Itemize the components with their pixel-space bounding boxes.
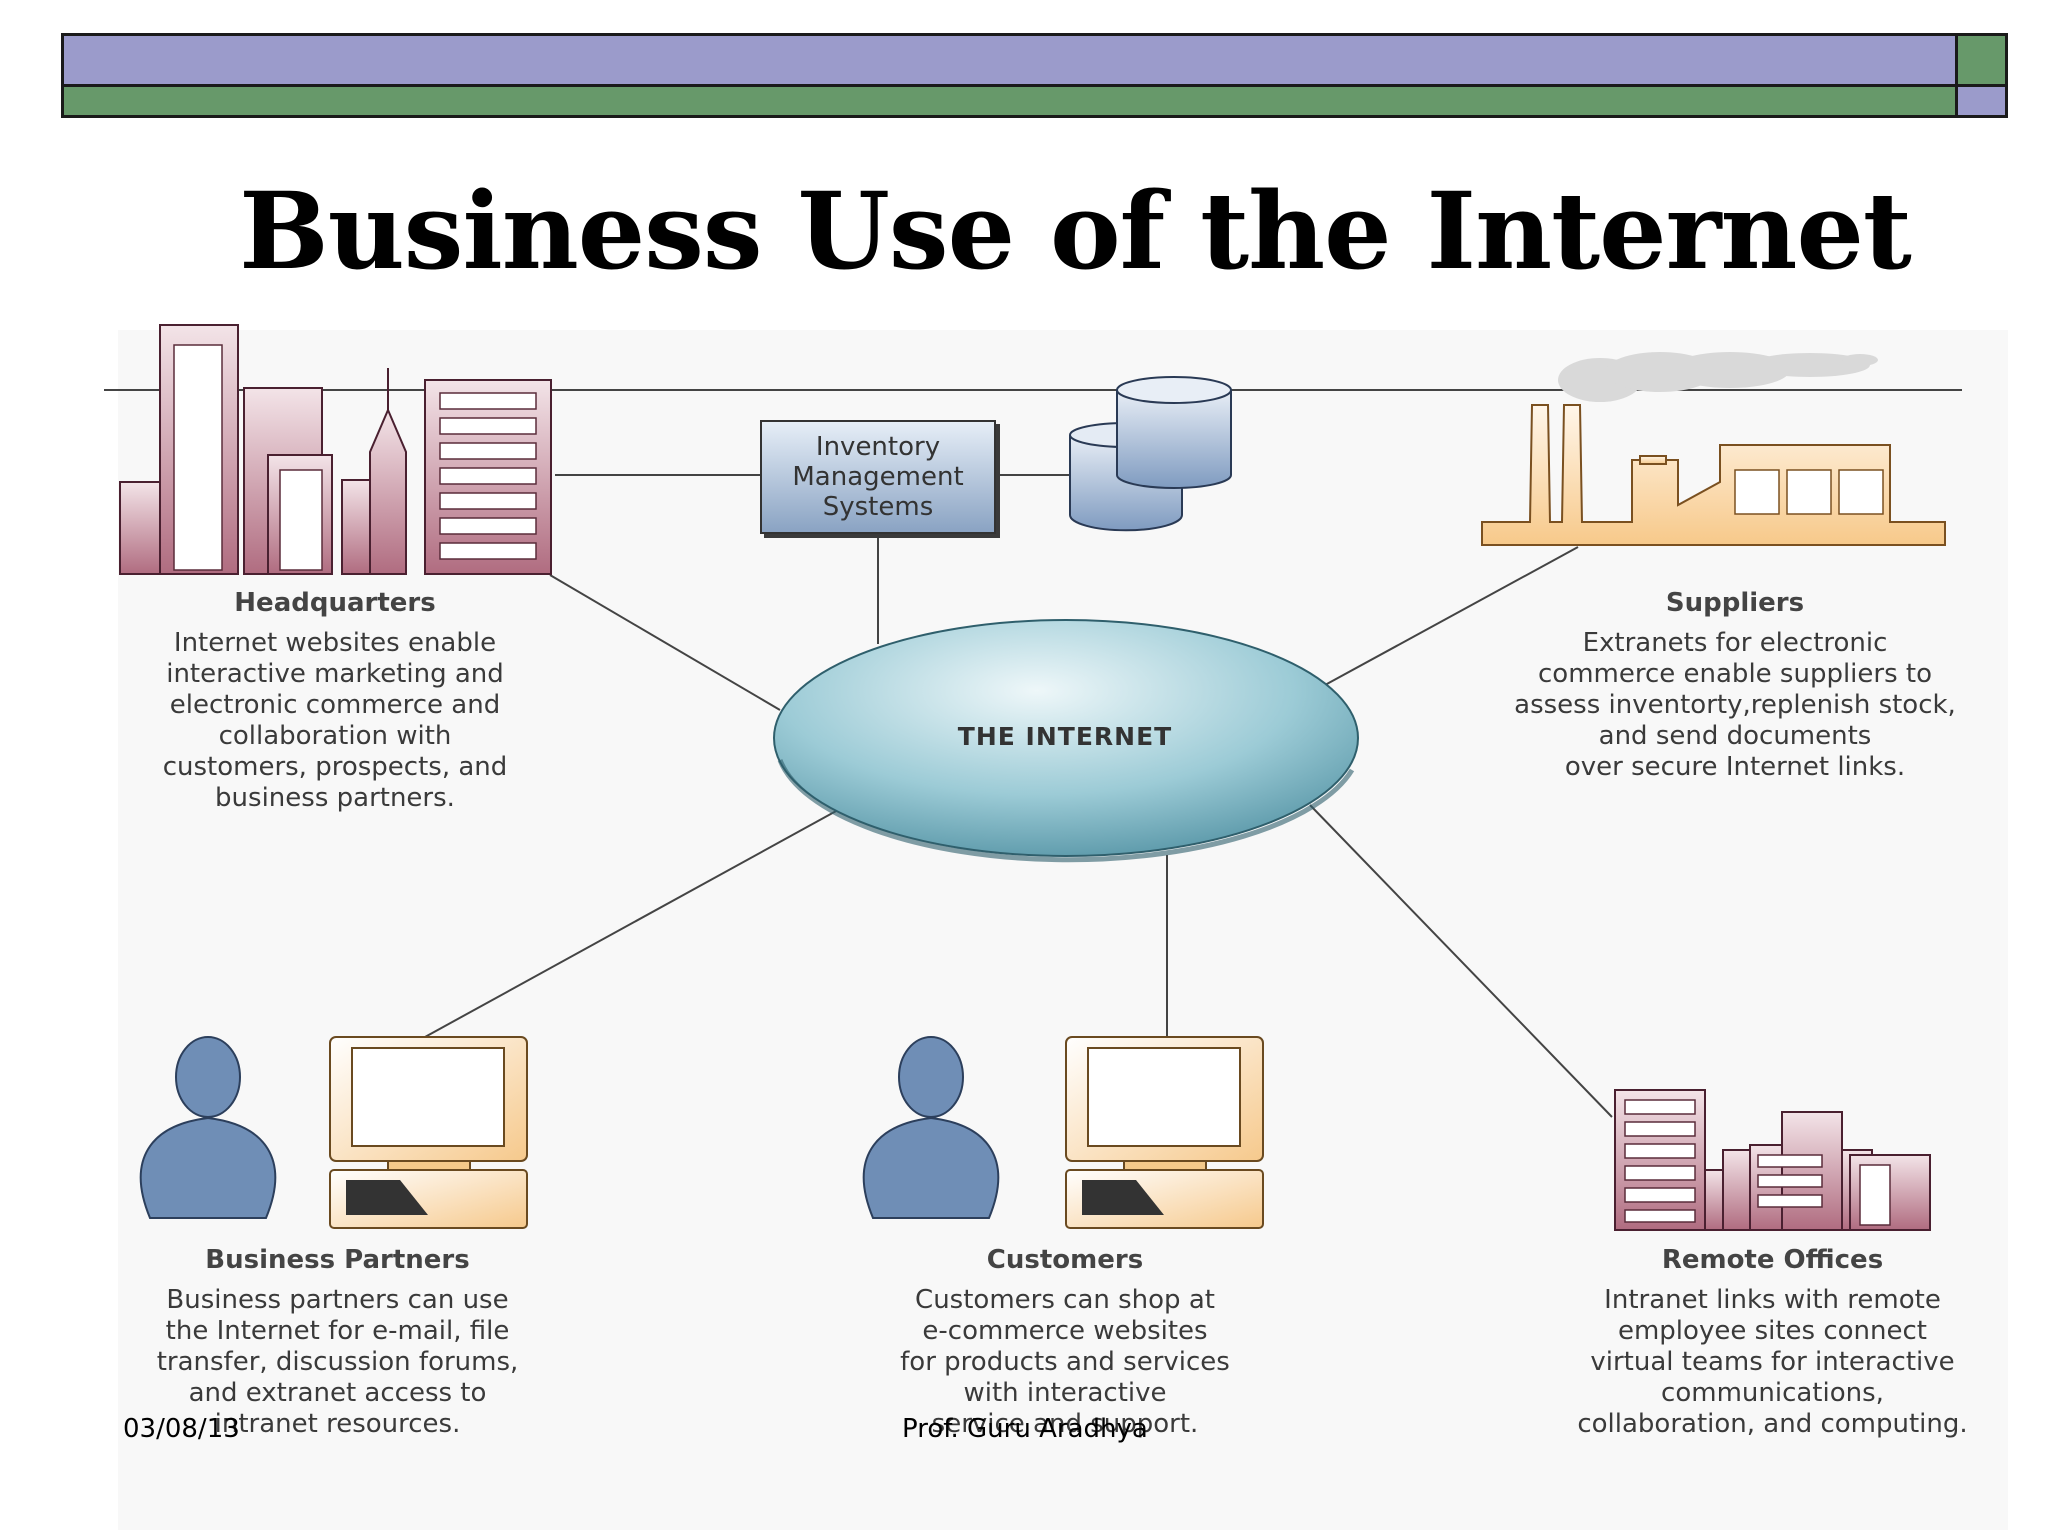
database-icon xyxy=(1069,376,1232,532)
headquarters-description: Internet websites enable interactive mar… xyxy=(162,628,508,813)
customers-description: Customers can shop at e-commerce website… xyxy=(900,1285,1230,1439)
headquarters-heading: Headquarters xyxy=(234,588,436,618)
footer-author: Prof. Guru Aradhya xyxy=(902,1414,1148,1444)
slide-title: Business Use of the Internet xyxy=(239,168,1912,293)
remote-offices-heading: Remote Offices xyxy=(1661,1245,1884,1275)
title-band-green xyxy=(61,84,1958,118)
suppliers-block: Suppliers Extranets for electronic comme… xyxy=(1480,588,1990,783)
headquarters-block: Headquarters Internet websites enable in… xyxy=(110,588,560,814)
customer-person-icon xyxy=(862,1036,1000,1219)
partners-block: Business Partners Business partners can … xyxy=(110,1245,565,1440)
remote-offices-windows xyxy=(1624,1099,1891,1226)
partner-computer-icon xyxy=(329,1036,528,1229)
headquarters-windows xyxy=(173,344,537,571)
remote-offices-description: Intranet links with remote employee site… xyxy=(1577,1285,1968,1439)
suppliers-description: Extranets for electronic commerce enable… xyxy=(1514,628,1956,782)
internet-label: THE INTERNET xyxy=(957,722,1173,751)
partners-heading: Business Partners xyxy=(205,1245,470,1275)
customers-heading: Customers xyxy=(986,1245,1144,1275)
factory-windows xyxy=(1734,469,1884,515)
inventory-management-box: Inventory Management Systems xyxy=(760,420,996,534)
factory-smoke-icon xyxy=(1558,352,1878,402)
customers-block: Customers Customers can shop at e-commer… xyxy=(840,1245,1290,1440)
partner-person-icon xyxy=(139,1036,277,1219)
suppliers-heading: Suppliers xyxy=(1665,588,1805,618)
partners-description: Business partners can use the Internet f… xyxy=(156,1285,519,1439)
corner-square-purple xyxy=(1955,84,2008,118)
footer-date: 03/08/13 xyxy=(123,1414,240,1444)
internet-cloud xyxy=(773,619,1359,857)
remote-offices-block: Remote Offices Intranet links with remot… xyxy=(1540,1245,2005,1440)
customer-computer-icon xyxy=(1065,1036,1264,1229)
